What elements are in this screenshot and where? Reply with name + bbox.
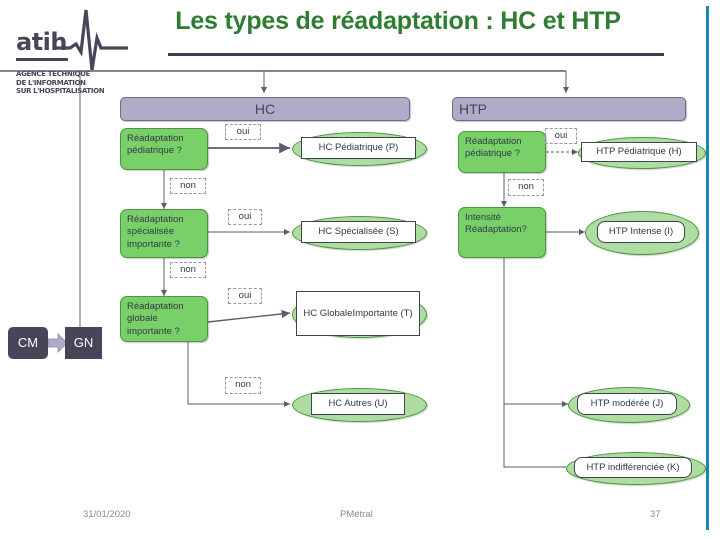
- outcome-label: HC Pédiatrique (P): [301, 137, 416, 159]
- tag-hc-oui-2: oui: [228, 209, 262, 225]
- atih-subtitle-line1: AGENCE TECHNIQUE: [16, 70, 90, 78]
- right-blue-rule: [706, 6, 709, 530]
- tag-hc-oui-1: oui: [225, 124, 261, 140]
- footer-author: PMétral: [340, 509, 373, 520]
- tag-hc-non-2: non: [170, 262, 206, 278]
- footer-page-number: 37: [650, 509, 661, 520]
- tag-hc-non-1: non: [170, 178, 206, 194]
- atih-underline: [16, 58, 68, 61]
- footer-date: 31/01/2020: [83, 509, 131, 520]
- outcome-htp-pediatrique[interactable]: HTP Pédiatrique (H): [578, 137, 706, 169]
- outcome-label: HC Autres (U): [311, 393, 405, 415]
- atih-logo: atih AGENCE TECHNIQUE DE L'INFORMATION S…: [8, 9, 128, 104]
- outcome-label: HC Spécialisée (S): [301, 221, 416, 243]
- tag-hc-oui-3: oui: [228, 288, 262, 304]
- tag-htp-oui-1: oui: [545, 128, 577, 144]
- atih-wordmark: atih: [16, 28, 67, 56]
- outcome-label: HTP Intense (I): [597, 221, 685, 243]
- outcome-htp-indifferenciee[interactable]: HTP indifférenciée (K): [566, 452, 706, 485]
- tag-hc-non-3: non: [225, 377, 261, 394]
- atih-subtitle-line2: DE L'INFORMATION: [16, 78, 86, 87]
- outcome-hc-pediatrique[interactable]: HC Pédiatrique (P): [292, 132, 427, 166]
- ekg-heartbeat-icon: [56, 9, 128, 71]
- page-title: Les types de réadaptation : HC et HTP: [175, 7, 621, 35]
- outcome-label: HTP Pédiatrique (H): [581, 142, 697, 162]
- legend-cm-box[interactable]: CM: [8, 327, 48, 359]
- atih-subtitle-line3: SUR L'HOSPITALISATION: [16, 87, 105, 96]
- outcome-label: HTP indifférenciée (K): [574, 457, 692, 478]
- outcome-htp-intense[interactable]: HTP Intense (I): [585, 211, 699, 255]
- branch-header-htp[interactable]: HTP: [452, 97, 686, 121]
- branch-header-hc[interactable]: HC: [120, 97, 410, 121]
- title-underline-rule: [168, 53, 664, 56]
- cm-to-gn-arrow-icon: [48, 333, 67, 353]
- outcome-hc-specialisee[interactable]: HC Spécialisée (S): [292, 216, 427, 250]
- outcome-hc-autres[interactable]: HC Autres (U): [292, 388, 427, 422]
- legend-gn-box[interactable]: GN: [65, 327, 102, 359]
- outcome-label: HTP modérée (J): [577, 393, 677, 415]
- atih-subtitle: AGENCE TECHNIQUE DE L'INFORMATION SUR L'…: [16, 70, 120, 96]
- slide-footer: 31/01/2020 PMétral 37: [0, 505, 706, 525]
- tag-htp-non-1: non: [508, 179, 544, 196]
- outcome-htp-moderee[interactable]: HTP modérée (J): [568, 387, 690, 423]
